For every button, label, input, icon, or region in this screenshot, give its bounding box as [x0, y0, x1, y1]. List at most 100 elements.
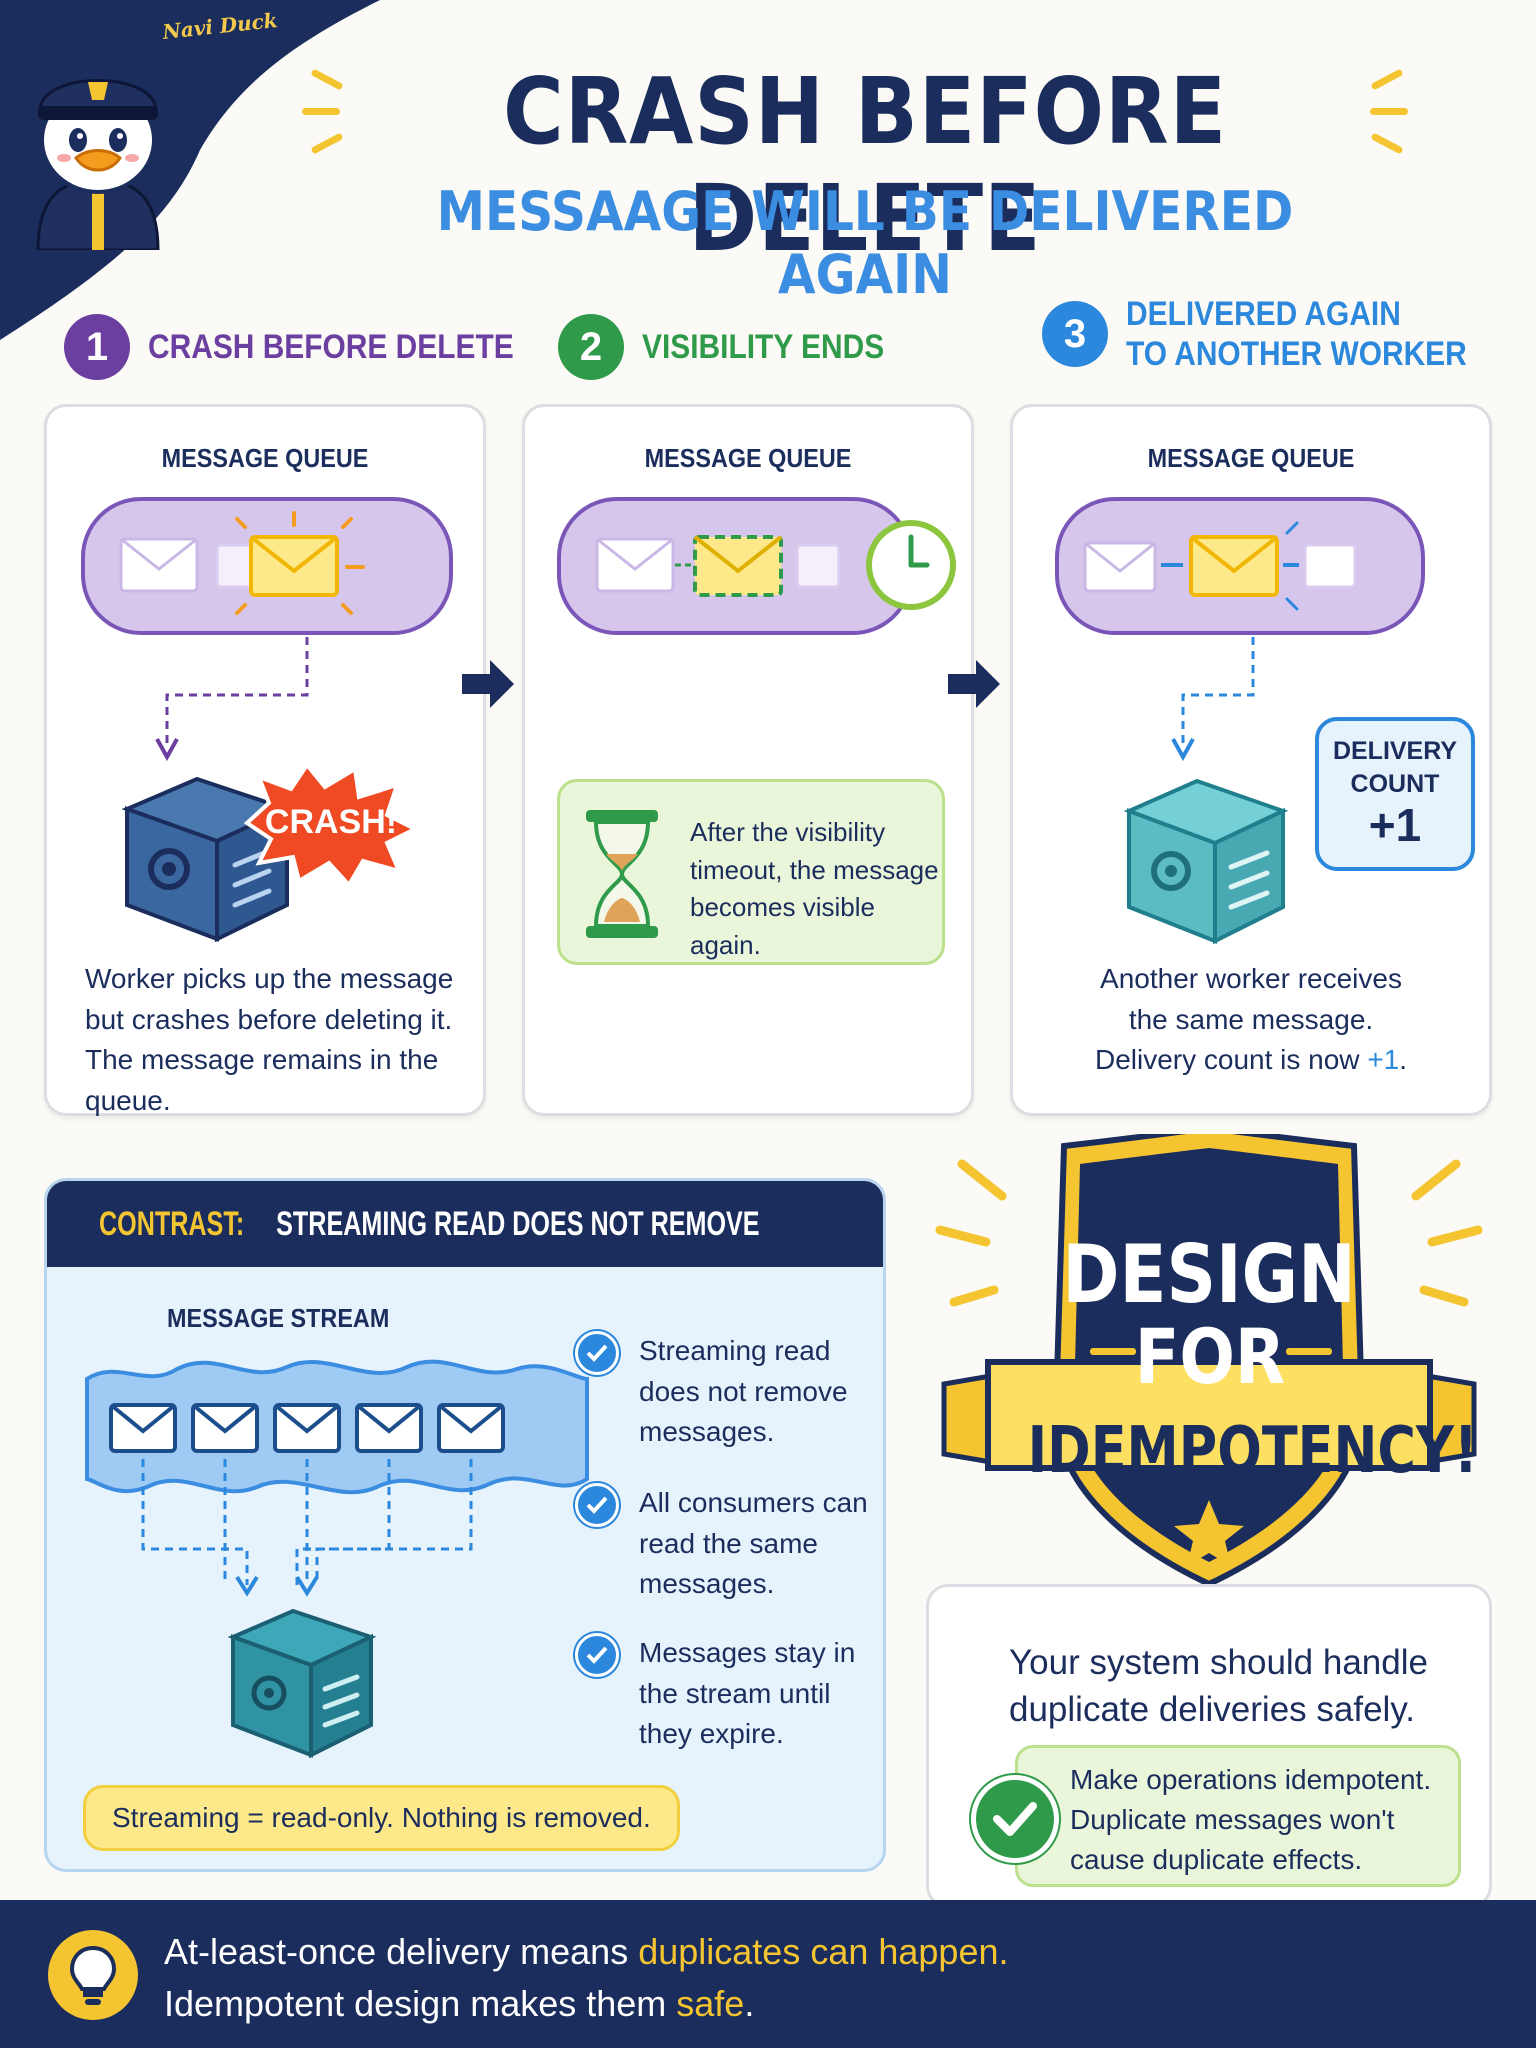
step-3-label-line-1: DELIVERED AGAIN: [1126, 295, 1401, 333]
message-stream-diagram: [85, 1359, 589, 1597]
spark-mark: [1370, 132, 1404, 155]
footer-text-part: At-least-once delivery means: [164, 1931, 639, 1972]
contrast-bullet: Streaming read does not remove messages.: [575, 1331, 869, 1453]
footer-text: At-least-once delivery means duplicates …: [164, 1926, 1009, 2030]
statement-line: Your system should handle: [1009, 1643, 1428, 1682]
badge-dash: [1286, 1348, 1332, 1355]
burst-lines: [235, 511, 365, 615]
bullet-line: the stream until: [639, 1677, 831, 1709]
bullet-text: Messages stay in the stream until they e…: [639, 1633, 869, 1755]
envelope-icon: [595, 537, 675, 593]
idempotency-card: Your system should handle duplicate deli…: [926, 1584, 1492, 1908]
highlighted-envelope-icon: [249, 535, 339, 597]
queue-label: MESSAGE QUEUE: [1147, 443, 1355, 473]
bullet-text: Streaming read does not remove messages.: [639, 1331, 869, 1453]
caption-text: .: [1399, 1044, 1408, 1076]
statement-line: duplicate deliveries safely.: [1009, 1690, 1415, 1730]
footer-text-part: .: [744, 1983, 755, 2025]
step-1-number: 1: [64, 314, 130, 380]
caption-line: Delivery count is now +1.: [1013, 1040, 1489, 1081]
streaming-summary-pill: Streaming = read-only. Nothing is remove…: [83, 1785, 680, 1851]
caption-line: The message remains in the queue.: [85, 1044, 439, 1116]
bullet-line: read the same: [639, 1527, 818, 1559]
step-1-panel: MESSAGE QUEUE CRAS: [44, 404, 486, 1116]
caption-text: Delivery count is now: [1094, 1044, 1368, 1076]
badge-dash: [1090, 1348, 1136, 1355]
contrast-bullet: Messages stay in the stream until they e…: [575, 1633, 869, 1755]
bubble-line: DELIVERY: [1332, 737, 1458, 765]
queue-messages: [1083, 521, 1357, 611]
note-line: cause duplicate effects.: [1070, 1843, 1363, 1875]
contrast-panel: CONTRAST: STREAMING READ DOES NOT REMOVE…: [44, 1178, 886, 1872]
visibility-note-text: After the visibility timeout, the messag…: [690, 814, 942, 965]
caption-highlight: +1: [1367, 1044, 1400, 1076]
badge-sparks: [935, 1159, 1483, 1307]
step-3-caption: Another worker receives the same message…: [1013, 959, 1489, 1081]
bubble-line: COUNT: [1350, 769, 1440, 798]
caption-line: but crashes before deleting it.: [85, 1003, 453, 1035]
step-3-label: DELIVERED AGAIN TO ANOTHER WORKER: [1126, 294, 1467, 374]
highlighted-envelope-icon: [693, 535, 783, 597]
bullet-line: All consumers can: [639, 1487, 868, 1518]
badge-line-1: DESIGN: [1062, 1228, 1356, 1321]
spark-mark: [302, 108, 340, 115]
bullet-line: does not remove: [639, 1375, 848, 1407]
footer-line: At-least-once delivery means duplicates …: [164, 1926, 1009, 1978]
spark-mark: [1370, 108, 1408, 115]
step-3-label-line-2: TO ANOTHER WORKER: [1126, 335, 1467, 374]
page-subtitle: MESSAAGE WILL BE DELIVERED AGAIN: [436, 180, 1294, 306]
queue-label: MESSAGE QUEUE: [644, 443, 852, 473]
worker-cube-icon: [1123, 778, 1289, 945]
note-line: After the visibility: [690, 817, 886, 847]
step-2-number: 2: [558, 314, 624, 380]
step-3-number: 3: [1042, 301, 1108, 368]
crash-starburst: [243, 763, 419, 887]
step-1-heading: 1 CRASH BEFORE DELETE: [64, 314, 564, 380]
check-icon: [575, 1331, 619, 1375]
badge-ribbon-text: IDEMPOTENCY!: [1027, 1414, 1478, 1488]
note-line: becomes visible again.: [690, 892, 875, 961]
bubble-value: +1: [1368, 799, 1422, 851]
step-1-caption: Worker picks up the message but crashes …: [85, 959, 483, 1121]
next-step-arrow-icon: [948, 660, 1000, 708]
hourglass-icon: [586, 810, 658, 938]
footer-banner: At-least-once delivery means duplicates …: [0, 1900, 1536, 2048]
step-2-heading: 2 VISIBILITY ENDS: [558, 314, 917, 380]
check-icon: [575, 1483, 619, 1527]
note-line: Make operations idempotent.: [1070, 1764, 1432, 1795]
contrast-bullet: All consumers can read the same messages…: [575, 1483, 869, 1605]
check-icon: [575, 1633, 619, 1677]
redeliver-arrow: [1171, 637, 1255, 762]
idempotency-note: Make operations idempotent. Duplicate me…: [1015, 1745, 1461, 1887]
bullet-line: Messages stay in: [639, 1637, 856, 1668]
step-3-heading: 3 DELIVERED AGAIN TO ANOTHER WORKER: [1042, 294, 1513, 374]
queue-messages: [119, 511, 365, 615]
check-circle-icon: [971, 1775, 1059, 1863]
consumer-cube-icon: [227, 1608, 377, 1759]
envelope-icon: [1083, 541, 1157, 593]
step-1-label: CRASH BEFORE DELETE: [148, 327, 514, 366]
delivery-count-bubble: DELIVERY COUNT +1: [1315, 717, 1475, 871]
badge-line-2: FOR: [1134, 1312, 1286, 1401]
footer-highlight: duplicates can happen.: [638, 1931, 1009, 1972]
next-step-arrow-icon: [462, 660, 514, 708]
clock-icon: [866, 520, 956, 610]
captain-duck-mascot-icon: [36, 79, 160, 250]
spark-mark: [1370, 68, 1404, 91]
footer-text-part: Idempotent design makes them: [164, 1983, 677, 2025]
bullet-line: Streaming read: [639, 1335, 831, 1366]
caption-line: Another worker receives: [1100, 963, 1402, 994]
step-2-label: VISIBILITY ENDS: [642, 327, 885, 366]
visibility-note: After the visibility timeout, the messag…: [557, 779, 945, 965]
step-2-panel: MESSAGE QUEUE After the visibility ti: [522, 404, 974, 1116]
note-line: timeout, the message: [690, 854, 939, 885]
bullet-line: messages.: [639, 1416, 775, 1448]
contrast-heading-prefix: CONTRAST:: [99, 1204, 245, 1243]
caption-line: the same message.: [1128, 1003, 1374, 1035]
bullet-text: All consumers can read the same messages…: [639, 1483, 869, 1605]
page-title: CRASH BEFORE DELETE: [502, 58, 1228, 272]
dequeue-arrow: [155, 637, 309, 762]
queue-messages: [595, 520, 956, 610]
idempotency-shield-badge: [935, 1134, 1483, 1588]
footer-highlight: safe: [676, 1983, 745, 2025]
